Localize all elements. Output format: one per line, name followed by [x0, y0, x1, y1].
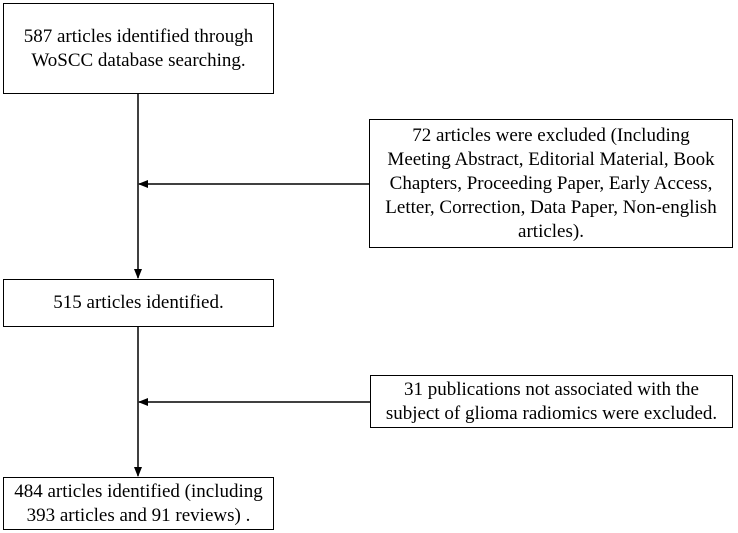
identified-box-2: 515 articles identified.: [3, 279, 274, 327]
exclusion-box-2: 31 publications not associated with the …: [370, 375, 733, 428]
final-included-box: 484 articles identified (including 393 a…: [3, 477, 274, 530]
exclusion-box-1: 72 articles were excluded (Including Mee…: [369, 119, 733, 248]
identified-box: 587 articles identified through WoSCC da…: [3, 3, 274, 94]
